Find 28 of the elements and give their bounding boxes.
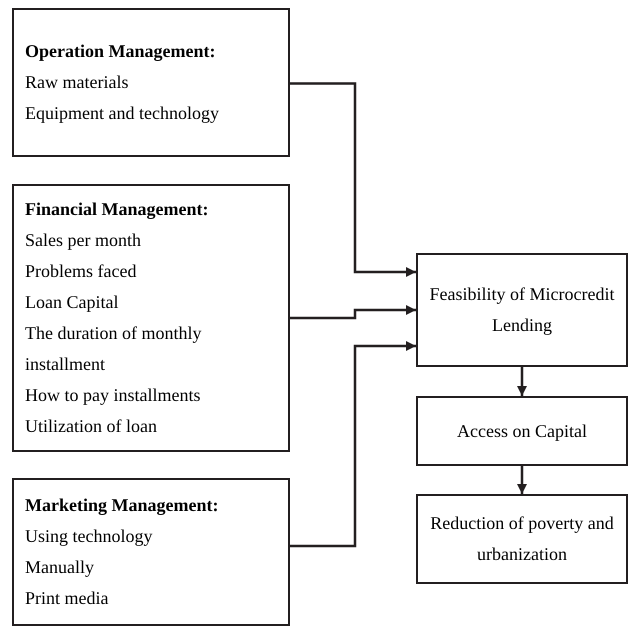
process-box <box>12 8 290 157</box>
arrow <box>517 367 527 396</box>
list-item: Loan Capital <box>25 291 120 314</box>
arrow <box>290 305 416 320</box>
list-item: Sales per month <box>25 229 142 252</box>
box-heading: Marketing Management: <box>25 494 220 517</box>
box-text: Access on Capital <box>457 420 587 443</box>
list-item: Problems faced <box>25 260 138 283</box>
arrow <box>290 82 416 277</box>
arrow <box>290 341 416 548</box>
process-box <box>12 478 290 626</box>
list-item: How to pay installments <box>25 384 202 407</box>
process-box <box>416 396 628 466</box>
list-item: The duration of monthly installment <box>25 322 202 376</box>
box-text: Feasibility of Microcredit Lending <box>428 283 616 337</box>
list-item: Raw materials <box>25 71 130 94</box>
list-item: Print media <box>25 587 110 610</box>
list-item: Using technology <box>25 525 154 548</box>
box-text: Reduction of poverty and urbanization <box>429 512 615 566</box>
box-heading: Financial Management: <box>25 198 210 221</box>
list-item: Utilization of loan <box>25 415 158 438</box>
process-box <box>416 253 628 367</box>
list-item: Manually <box>25 556 95 579</box>
process-box <box>12 184 290 452</box>
list-item: Equipment and technology <box>25 102 220 125</box>
box-heading: Operation Management: <box>25 40 216 63</box>
arrow <box>517 466 527 494</box>
process-box <box>416 494 628 584</box>
